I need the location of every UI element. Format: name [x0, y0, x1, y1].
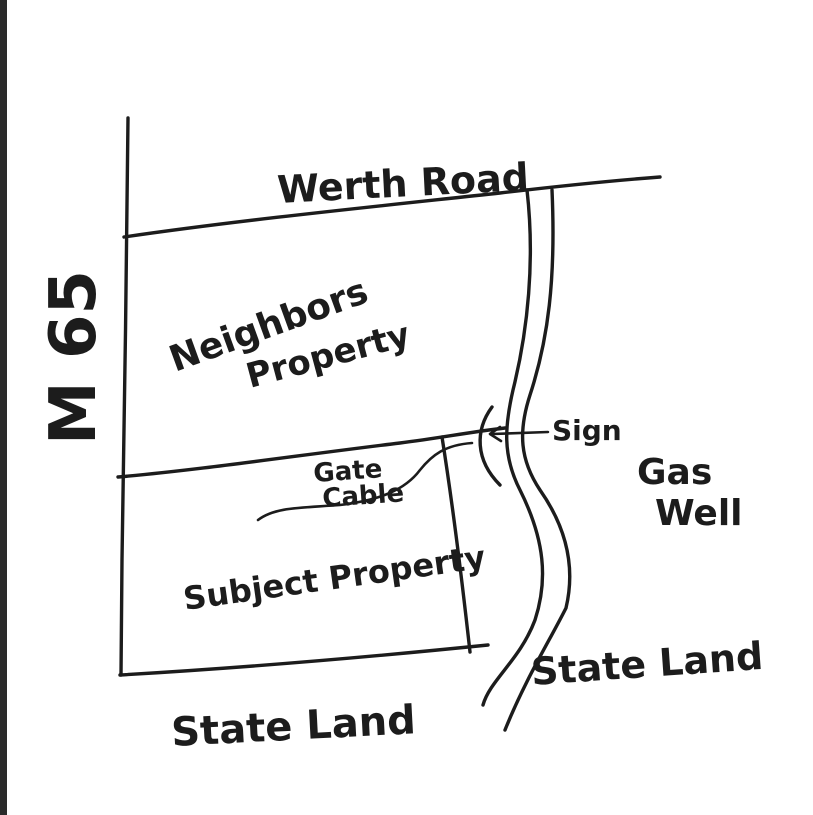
scan-edge: [0, 0, 7, 815]
well-label: Well: [655, 493, 743, 534]
gate-arc: [478, 405, 502, 487]
access-road-left-edge: [481, 188, 545, 707]
cable-label: Cable: [321, 478, 405, 514]
m65-label: M 65: [37, 270, 111, 445]
sign-label: Sign: [552, 414, 622, 447]
sign-arrow-head: [488, 425, 503, 443]
state-land-bottom-label: State Land: [170, 697, 417, 756]
subject-property-east-line: [440, 435, 472, 654]
gate-label: Gate: [312, 454, 383, 489]
werth-road-line: [122, 175, 662, 239]
m65-road-line: [119, 116, 130, 677]
property-boundary-line: [116, 426, 507, 479]
state-land-right-label: State Land: [530, 634, 765, 694]
sign-arrow-line: [490, 430, 550, 436]
access-road-right-edge: [503, 188, 572, 732]
gas-label: Gas: [637, 452, 712, 493]
subject-property-label: Subject Property: [181, 538, 488, 618]
gate-cable-line: [256, 441, 474, 522]
werth-road-label: Werth Road: [276, 155, 530, 212]
state-land-boundary-line: [118, 643, 490, 677]
